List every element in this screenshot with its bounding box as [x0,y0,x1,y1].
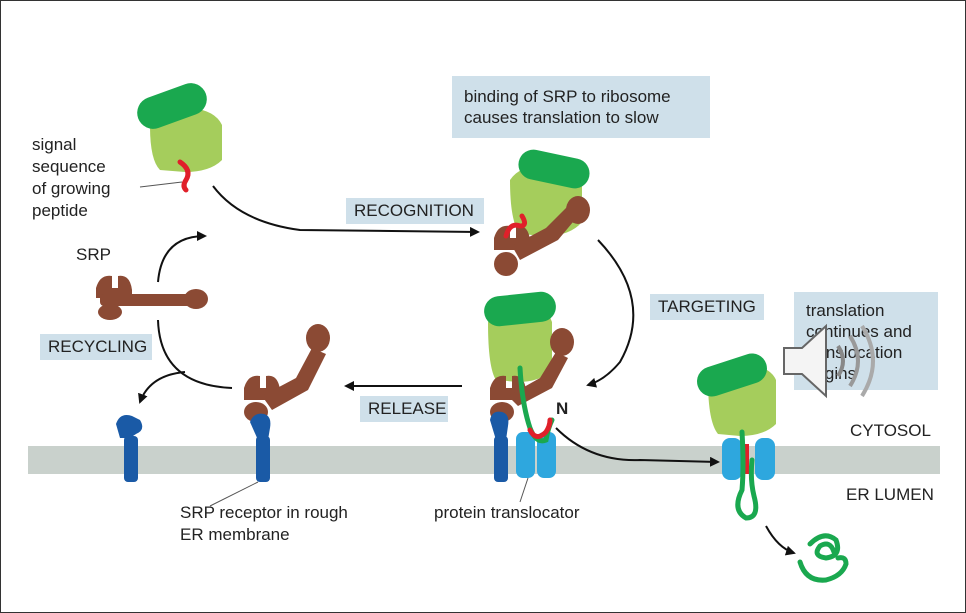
arrow-recycling-top [157,319,233,389]
binding-note-line2: causes translation to slow [464,108,659,127]
protein-translocator-label: protein translocator [434,503,580,522]
srp-on-receptor [244,324,330,482]
folded-protein [797,533,849,583]
signal-label-line2: sequence [32,157,106,176]
translation-note-line1: translation [806,301,885,320]
er-lumen-label: ER LUMEN [846,485,934,504]
recycling-label: RECYCLING [40,334,152,360]
n-terminus-label: N [556,399,569,418]
cytosol-label: CYTOSOL [850,421,931,440]
arrow-protein-release [765,525,796,556]
srp-receptor-label-line2: ER membrane [180,525,290,544]
binding-note-box: binding of SRP to ribosome causes transl… [452,76,710,138]
translation-note-line2: continues and [806,322,912,341]
ribosome-free [137,83,222,193]
er-membrane [28,446,940,474]
srp-label: SRP [76,245,111,264]
arrow-recycling [138,371,186,404]
arrow-recognition [212,185,480,237]
signal-label-line3: of growing [32,179,111,198]
signal-label-line4: peptide [32,201,88,220]
arrow-targeting [586,239,635,388]
arrow-srp-to-recognition [157,231,207,283]
recognition-label: RECOGNITION [346,198,484,224]
arrow-translocation [555,427,720,467]
targeting-label: TARGETING [650,294,764,320]
translation-note-line3: translocation [806,343,903,362]
ribosome-docked [484,291,574,482]
signal-label-line1: signal [32,135,77,154]
srp-free [96,275,208,320]
signal-leader-line [139,181,183,188]
release-label: RELEASE [360,396,448,422]
ribosome-srp-bound [494,149,590,276]
srp-receptor-label-line1: SRP receptor in rough [180,503,348,522]
speaker-icon[interactable] [780,318,890,404]
srp-receptor-free [116,415,143,482]
ribosome-translocating [697,353,776,521]
binding-note-line1: binding of SRP to ribosome [464,87,671,106]
